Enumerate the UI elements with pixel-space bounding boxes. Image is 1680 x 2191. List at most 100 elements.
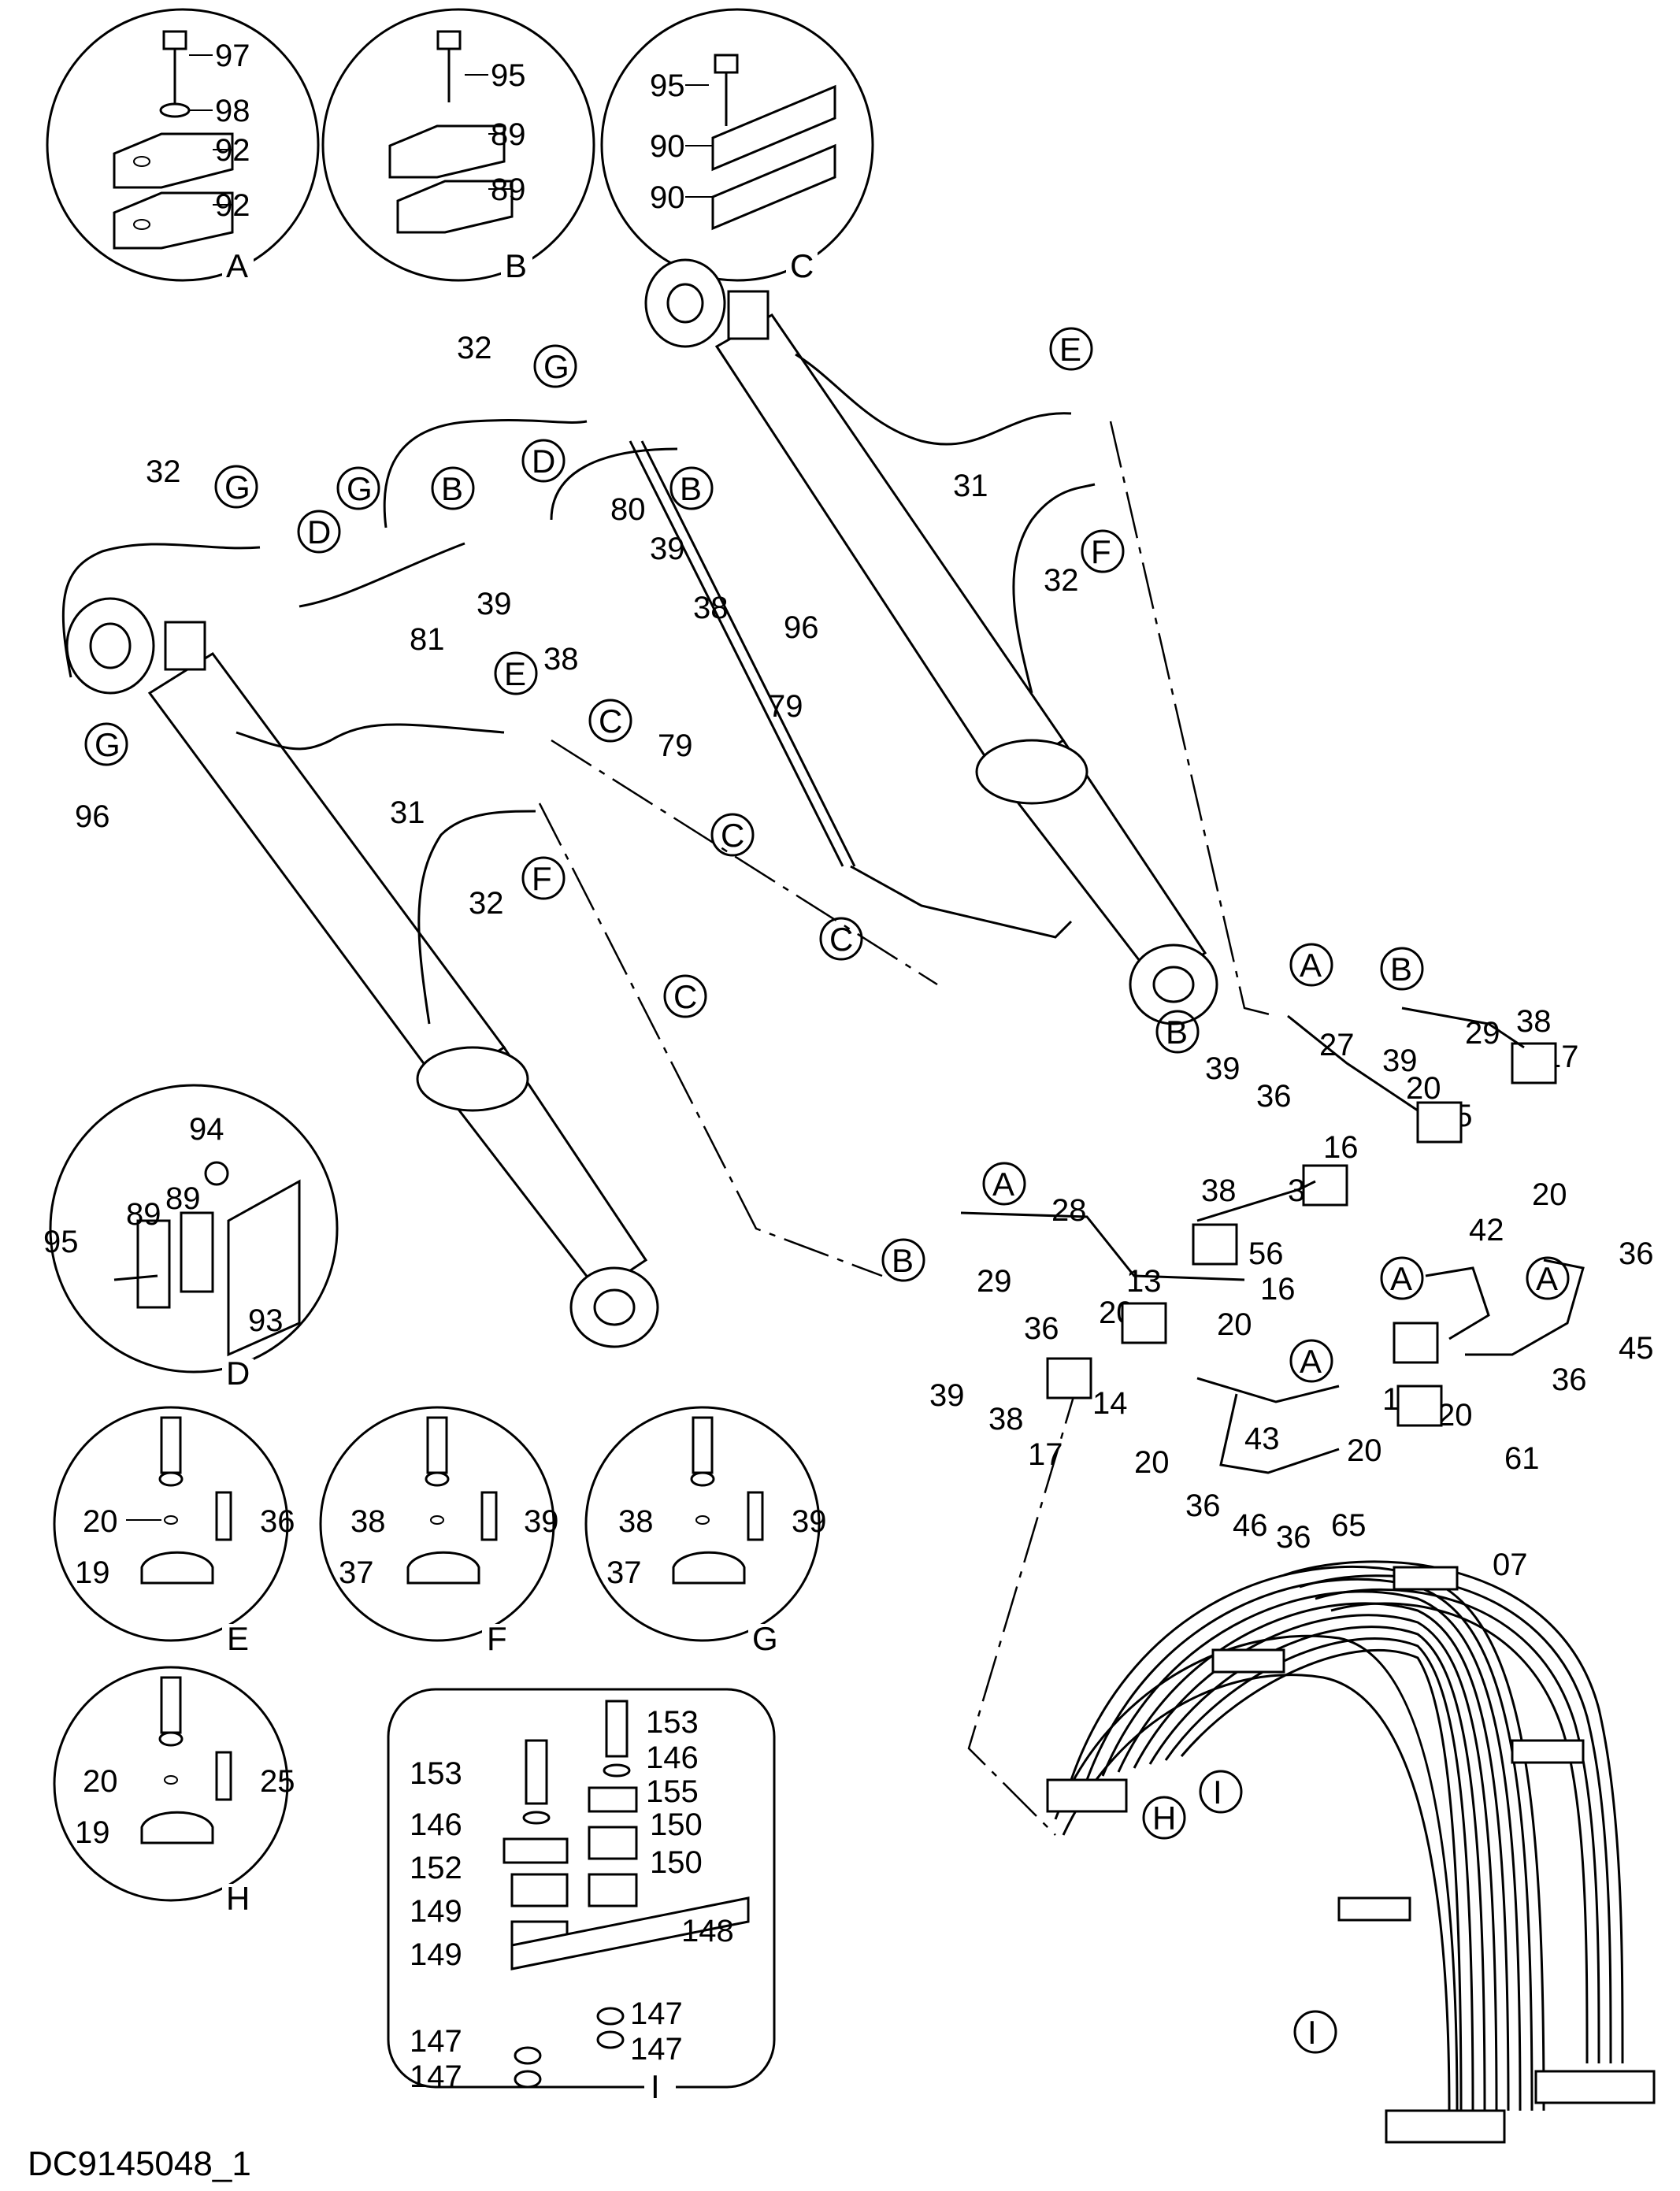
label-39: 39 (1205, 1051, 1241, 1086)
label-20: 20 (1347, 1433, 1382, 1468)
label-36: 36 (1185, 1488, 1221, 1523)
callout-G: G (224, 469, 250, 506)
label-93: 93 (248, 1303, 284, 1338)
detail-caption-F: F (487, 1620, 507, 1657)
callout-I: I (1213, 1774, 1222, 1811)
callout-C: C (829, 921, 853, 958)
label-36: 36 (260, 1504, 295, 1539)
cylinder-left (65, 597, 659, 1348)
callout-B: B (680, 470, 702, 507)
label-17: 17 (1028, 1437, 1063, 1472)
label-89: 89 (126, 1197, 161, 1232)
callout-A: A (1536, 1260, 1558, 1297)
label-20: 20 (1532, 1177, 1567, 1212)
detail-caption-G: G (752, 1620, 778, 1657)
callout-A: A (1300, 1343, 1322, 1380)
label-146: 146 (410, 1807, 462, 1842)
label-65: 65 (1331, 1508, 1367, 1543)
label-92: 92 (215, 188, 250, 223)
label-150: 150 (650, 1845, 703, 1880)
label-28: 28 (1051, 1193, 1087, 1228)
detail-caption-I: I (651, 2068, 660, 2105)
hose-bundle (1046, 1560, 1656, 2144)
detail-view-F: 38 39 37 F (319, 1406, 559, 1657)
callout-A: A (1390, 1260, 1412, 1297)
label-147: 147 (630, 1996, 683, 2031)
label-25: 25 (260, 1764, 295, 1799)
label-95: 95 (650, 69, 685, 103)
label-13: 13 (1126, 1264, 1162, 1299)
callout-B: B (1390, 951, 1412, 988)
callout-G: G (543, 348, 569, 385)
detail-view-I: 153 146 155 150 150 153 146 152 149 148 … (387, 1688, 776, 2105)
label-79: 79 (658, 728, 693, 763)
label-31: 31 (953, 469, 988, 503)
detail-view-A: 97 98 92 92 A (46, 8, 320, 284)
label-19: 19 (75, 1555, 110, 1590)
label-16: 16 (1260, 1272, 1296, 1307)
label-90: 90 (650, 180, 685, 215)
label-56: 56 (1248, 1236, 1284, 1271)
hose-lines (61, 353, 1096, 1025)
callout-C: C (599, 703, 622, 740)
label-148: 148 (681, 1914, 734, 1948)
callout-B: B (1166, 1014, 1188, 1051)
label-153: 153 (646, 1705, 699, 1740)
label-32: 32 (146, 454, 181, 489)
label-36: 36 (1256, 1079, 1292, 1114)
label-20: 20 (1134, 1445, 1170, 1480)
label-79: 79 (768, 689, 803, 724)
label-80: 80 (610, 492, 646, 527)
detail-caption-B: B (505, 247, 527, 284)
label-89: 89 (165, 1181, 201, 1216)
label-61: 61 (1504, 1441, 1540, 1476)
label-152: 152 (410, 1851, 462, 1885)
label-39: 39 (650, 532, 685, 566)
label-150: 150 (650, 1807, 703, 1842)
label-39: 39 (1382, 1044, 1418, 1078)
label-38: 38 (1201, 1173, 1237, 1208)
label-45: 45 (1619, 1331, 1654, 1366)
label-20: 20 (1217, 1307, 1252, 1342)
label-147: 147 (410, 2059, 462, 2094)
callout-D: D (307, 513, 331, 551)
callout-G: G (347, 470, 373, 507)
callouts: G G G G D D B B B B B C C C C E E F F A … (84, 327, 1570, 2054)
label-149: 149 (410, 1937, 462, 1972)
detail-view-E: 20 36 19 E (53, 1406, 295, 1657)
callout-C: C (673, 978, 697, 1015)
detail-view-B: 95 89 89 B (321, 8, 595, 284)
callout-E: E (504, 655, 526, 692)
label-89: 89 (491, 172, 526, 207)
cylinder-right (644, 258, 1218, 1025)
label-96: 96 (75, 799, 110, 834)
detail-view-H: 20 25 19 H (53, 1666, 295, 1917)
detail-view-G: 38 39 37 G (584, 1406, 827, 1657)
label-155: 155 (646, 1774, 699, 1809)
label-20: 20 (1437, 1398, 1473, 1433)
label-36: 36 (1552, 1362, 1587, 1397)
label-95: 95 (43, 1225, 79, 1259)
callout-D: D (532, 443, 555, 480)
label-146: 146 (646, 1741, 699, 1775)
label-46: 46 (1233, 1508, 1268, 1543)
label-32: 32 (1044, 563, 1079, 598)
detail-caption-C: C (790, 247, 814, 284)
callout-F: F (532, 860, 552, 897)
detail-view-C: 95 90 90 C (600, 8, 874, 284)
label-14: 14 (1092, 1386, 1128, 1421)
detail-view-D: 94 95 89 89 93 D (43, 1084, 339, 1392)
callout-B: B (892, 1242, 914, 1279)
label-89: 89 (491, 117, 526, 152)
callout-A: A (992, 1166, 1014, 1203)
label-39: 39 (792, 1504, 827, 1539)
detail-caption-A: A (226, 247, 248, 284)
label-32: 32 (457, 331, 492, 365)
callout-B: B (441, 470, 463, 507)
label-147: 147 (410, 2024, 462, 2059)
label-97: 97 (215, 39, 250, 73)
label-38: 38 (350, 1504, 386, 1539)
label-36: 36 (1619, 1236, 1654, 1271)
label-32: 32 (469, 886, 504, 921)
